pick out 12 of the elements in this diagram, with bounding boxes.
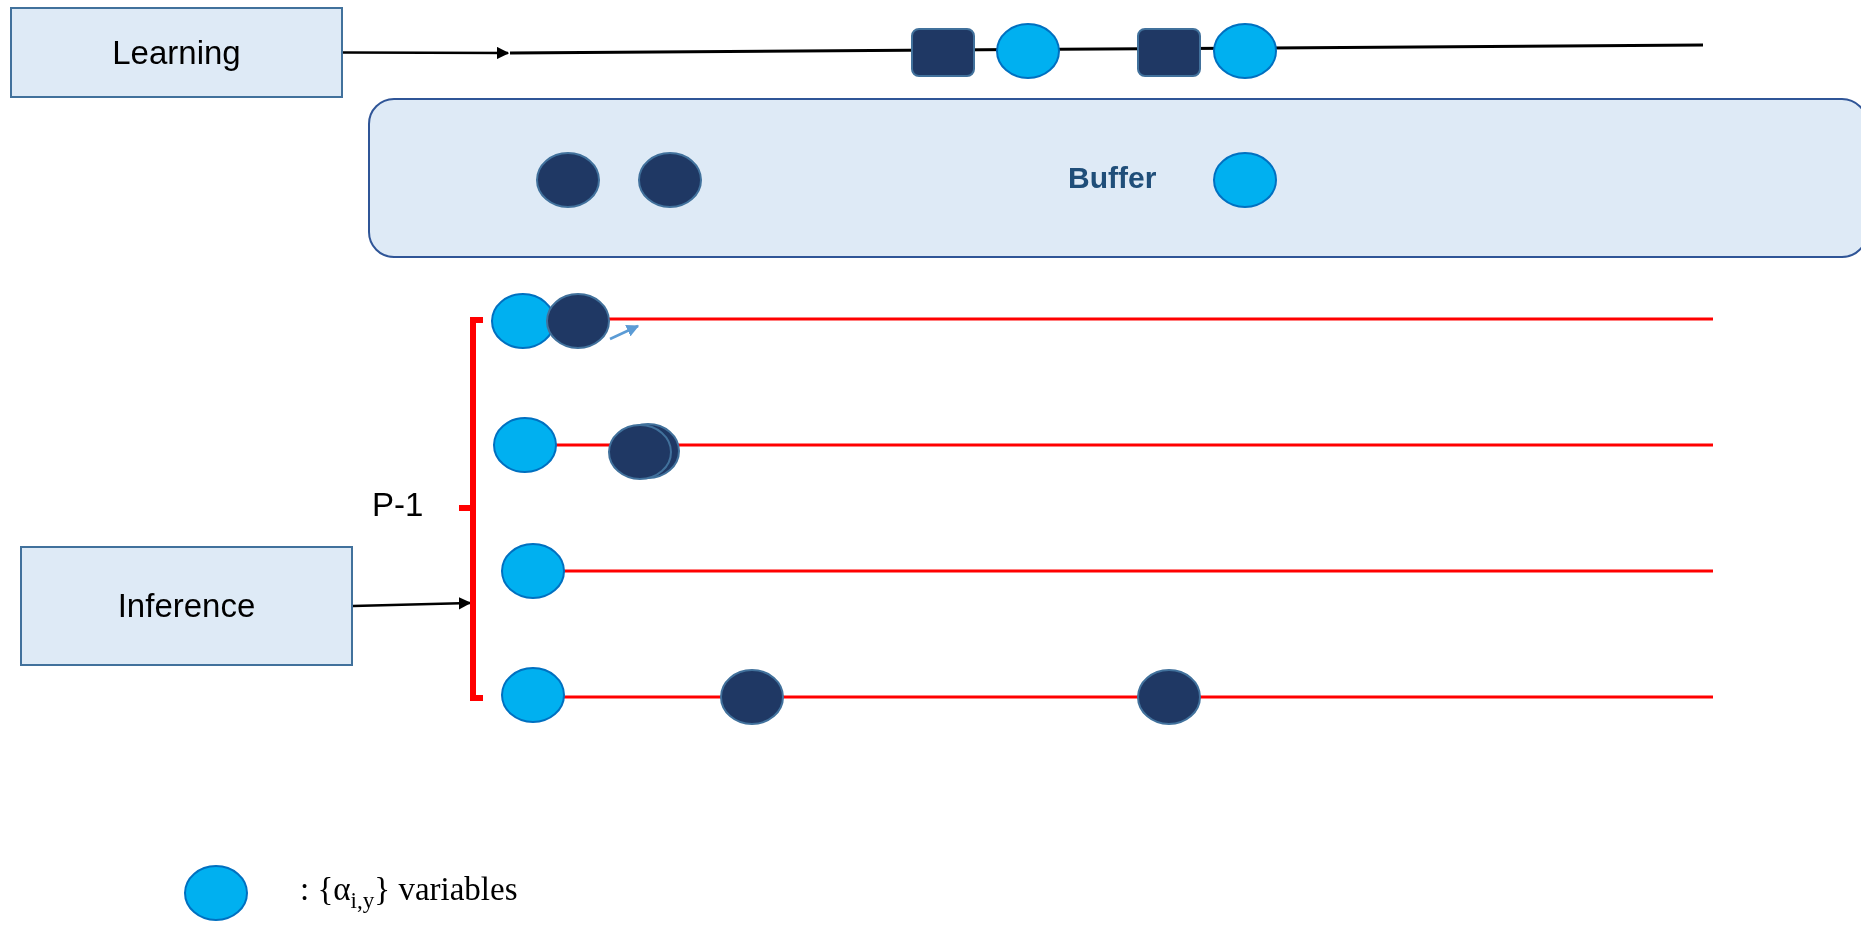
buffer-panel [368,98,1861,258]
timeline-drawing [510,23,1703,79]
process-box [20,546,353,666]
bracket [456,317,486,701]
node-label: Inference [117,587,256,625]
node-label: Learning [112,33,241,72]
arrow [352,597,472,610]
arrow [343,46,510,60]
node-label: Buffer [1068,161,1157,195]
bracket-label: P-1 [372,486,424,524]
process-box [10,7,343,98]
legend-text: : {α$_{i,y}$} variables [300,871,518,914]
